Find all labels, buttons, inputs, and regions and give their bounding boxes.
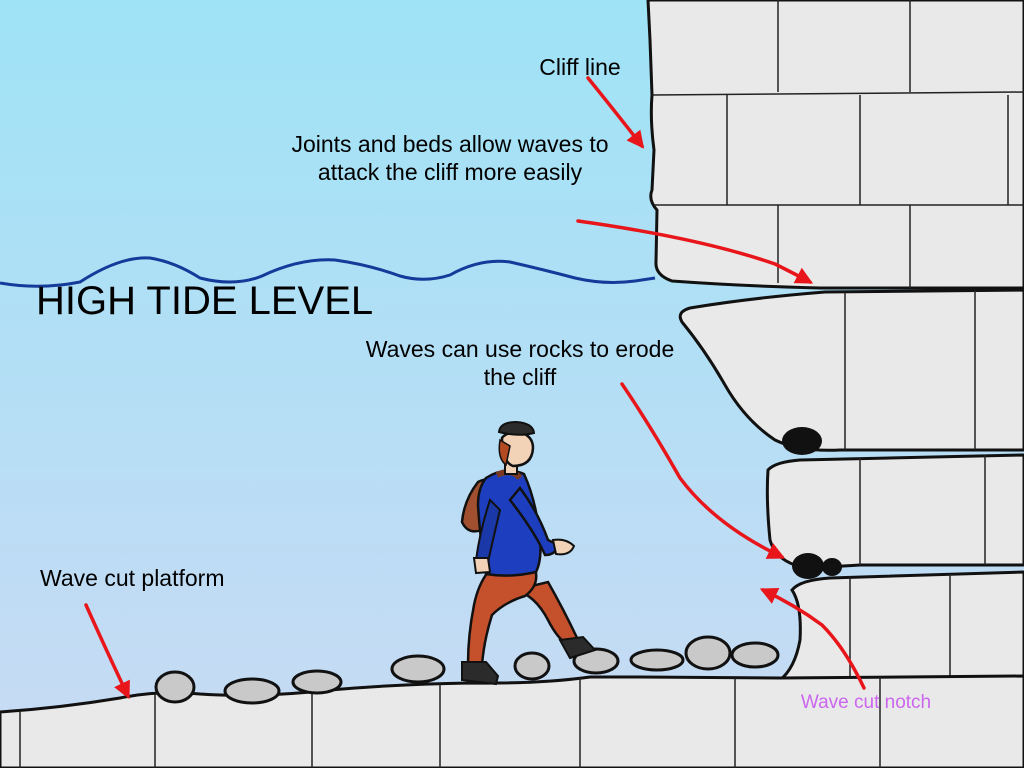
cliff — [646, 0, 1024, 682]
boulder-joint-3 — [822, 558, 842, 576]
arrow-waves-rocks — [620, 382, 786, 559]
label-wave-cut-platform: Wave cut platform — [40, 565, 225, 591]
boulder-joint-1 — [782, 427, 822, 455]
hiker-figure — [460, 420, 597, 686]
lower-cliff — [775, 570, 1024, 682]
label-cliff-line: Cliff line — [539, 54, 621, 80]
boulder-joint-2 — [792, 553, 824, 579]
wave-cut-platform — [0, 635, 1024, 768]
pebbles — [154, 635, 780, 705]
arrow-joints-beds — [576, 219, 814, 284]
label-wave-cut-notch: Wave cut notch — [800, 692, 932, 713]
arrow-cliff-line — [586, 76, 645, 149]
platform-joints — [19, 677, 881, 768]
label-high-tide-level: HIGH TIDE LEVEL — [36, 279, 374, 323]
upper-cliff-joints — [651, 0, 1024, 288]
high-tide-line — [0, 256, 656, 288]
label-waves-use-rocks: Waves can use rocks to erode the cliff — [365, 336, 675, 390]
label-joints-and-beds: Joints and beds allow waves to attack th… — [291, 131, 609, 185]
arrow-notch — [759, 588, 866, 690]
arrow-platform — [84, 603, 130, 700]
upper-cliff — [646, 0, 1024, 290]
annotation-arrows — [84, 76, 866, 700]
